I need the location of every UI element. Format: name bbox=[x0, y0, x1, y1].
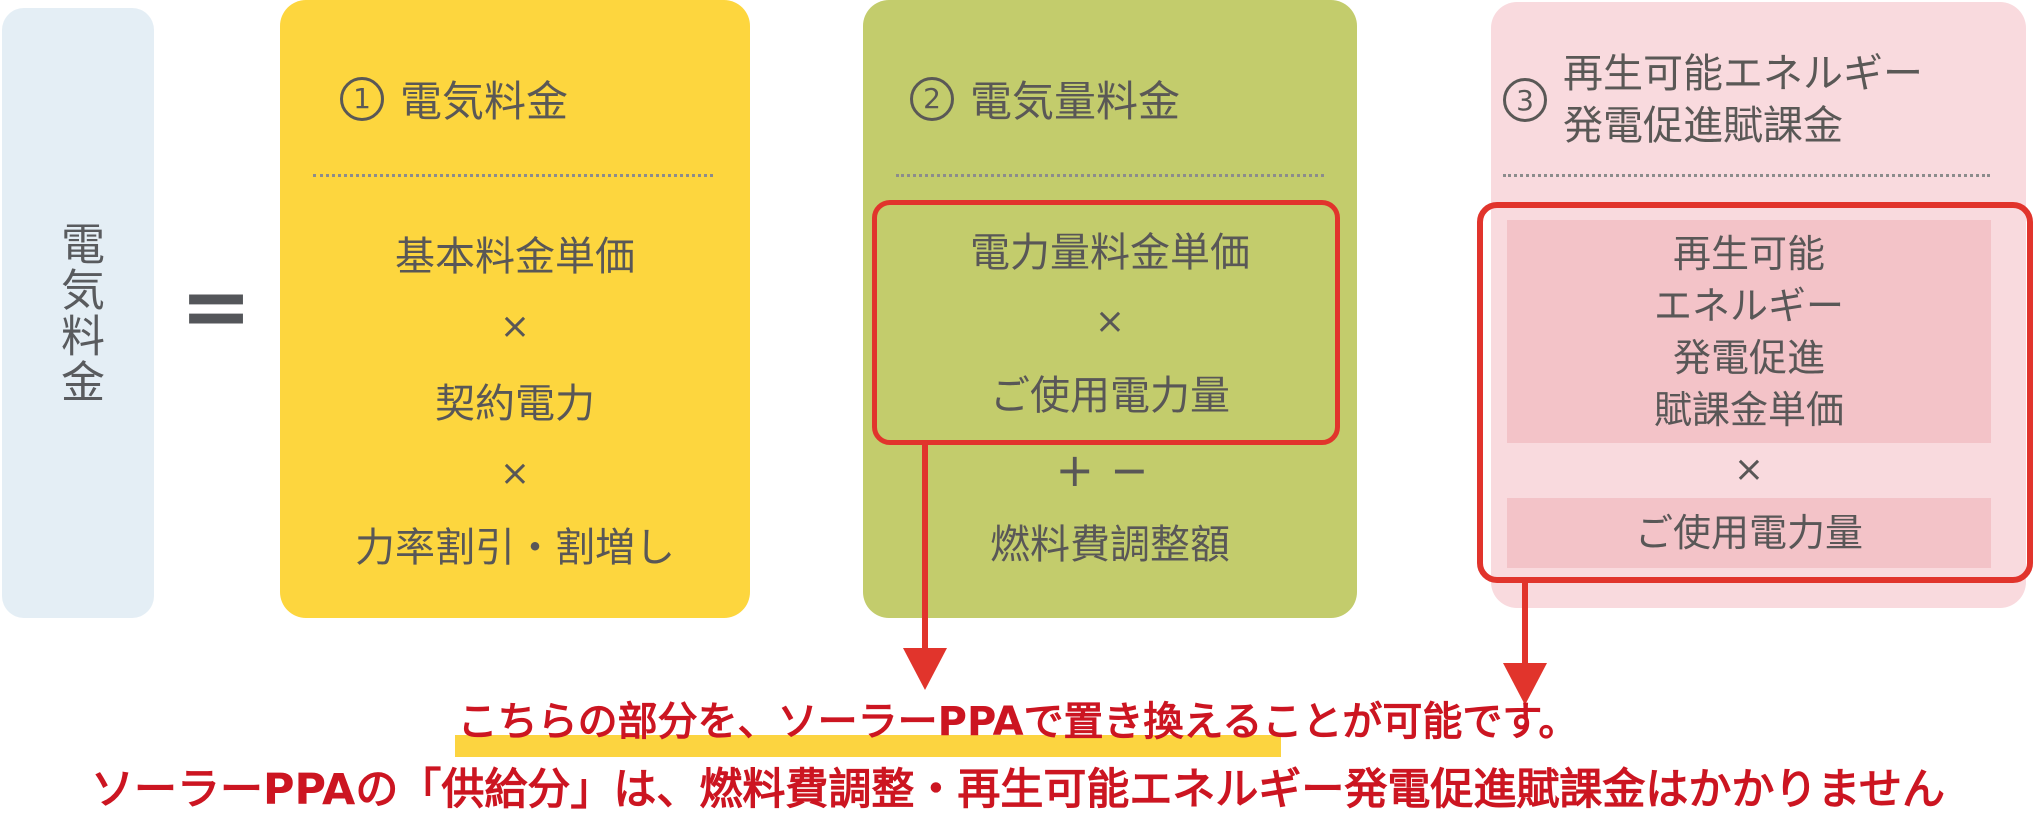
levy-unit-price-box: 再生可能 エネルギー 発電促進 賦課金単価 bbox=[1507, 220, 1991, 443]
renewable-levy-title: 3 再生可能エネルギー 発電促進賦課金 bbox=[1503, 48, 1923, 152]
highlight-rect-energy bbox=[872, 200, 1340, 445]
yellow-highlight-bar bbox=[455, 735, 1281, 757]
energy-fee-panel: 2 電気量料金 電力量料金単価 × ご使用電力量 +− 燃料費調整額 bbox=[863, 0, 1357, 618]
levy-unit-price-line: エネルギー bbox=[1653, 283, 1844, 328]
circled-number-2: 2 bbox=[910, 76, 954, 121]
formula-term: ご使用電力量 bbox=[990, 373, 1230, 419]
note-line2: ソーラーPPAの「供給分」は、燃料費調整・再生可能エネルギー発電促進賦課金はかか… bbox=[90, 765, 1946, 815]
formula-term: 力率割引・割増し bbox=[355, 525, 675, 571]
arrow-down-icon bbox=[1522, 583, 1528, 665]
basic-fee-title: 1 電気料金 bbox=[340, 68, 568, 129]
formula-term: 契約電力 bbox=[435, 381, 595, 427]
basic-fee-panel: 1 電気料金 基本料金単価 × 契約電力 × 力率割引・割増し bbox=[280, 0, 750, 618]
renewable-levy-title-label: 再生可能エネルギー 発電促進賦課金 bbox=[1563, 48, 1923, 152]
levy-unit-price-line: 再生可能 bbox=[1672, 231, 1825, 276]
equals-sign: = bbox=[179, 257, 253, 357]
divider-dotted-line bbox=[896, 174, 1324, 177]
divider-dotted-line bbox=[1503, 174, 1990, 177]
plus-minus-sign: +− bbox=[1055, 443, 1165, 497]
circled-number-1: 1 bbox=[340, 76, 384, 121]
multiply-sign: × bbox=[1094, 301, 1126, 342]
levy-unit-price-line: 発電促進 bbox=[1672, 335, 1825, 380]
note-line1: こちらの部分を、ソーラーPPAで置き換えることが可能です。 bbox=[457, 699, 1579, 745]
energy-fee-title: 2 電気量料金 bbox=[910, 68, 1180, 129]
divider-dotted-line bbox=[313, 174, 713, 177]
multiply-sign: × bbox=[499, 453, 531, 494]
renewable-levy-title-line2: 発電促進賦課金 bbox=[1563, 103, 1843, 149]
levy-unit-price-line: 賦課金単価 bbox=[1653, 387, 1844, 432]
highlight-rect-levy bbox=[1477, 202, 2033, 583]
multiply-sign: × bbox=[499, 306, 531, 347]
renewable-levy-title-line1: 再生可能エネルギー bbox=[1563, 51, 1923, 97]
total-fee-box: 電気料金 bbox=[2, 8, 154, 618]
basic-fee-title-label: 電気料金 bbox=[400, 77, 569, 126]
arrow-down-icon bbox=[903, 648, 947, 690]
total-fee-label: 電気料金 bbox=[53, 221, 104, 405]
arrow-down-icon bbox=[922, 445, 928, 650]
usage-label: ご使用電力量 bbox=[1634, 511, 1863, 555]
formula-term: 基本料金単価 bbox=[395, 234, 635, 280]
multiply-sign: × bbox=[1733, 449, 1765, 490]
formula-term: 燃料費調整額 bbox=[990, 522, 1230, 568]
circled-number-3: 3 bbox=[1503, 78, 1547, 122]
arrow-down-icon bbox=[1503, 663, 1547, 705]
energy-fee-title-label: 電気量料金 bbox=[970, 77, 1181, 126]
formula-term: 電力量料金単価 bbox=[970, 230, 1250, 276]
usage-box: ご使用電力量 bbox=[1507, 498, 1991, 568]
